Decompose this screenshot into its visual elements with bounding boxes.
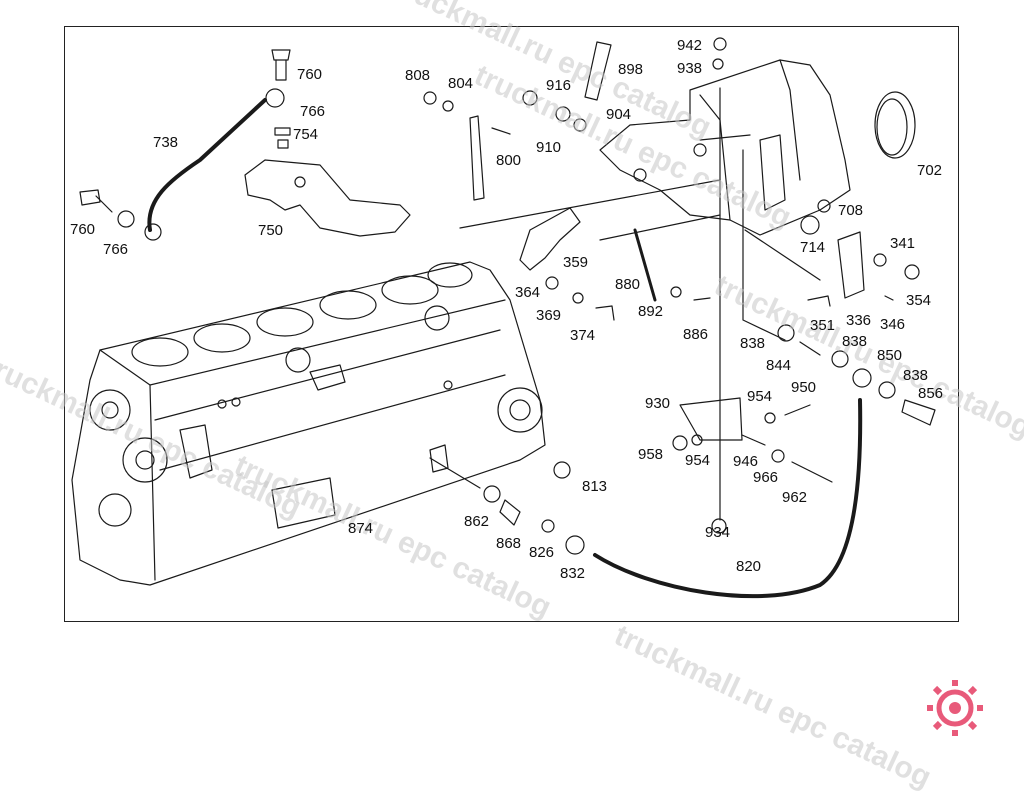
part-label: 962: [782, 489, 808, 506]
lever-336: [837, 231, 865, 299]
part-label: 820: [736, 558, 762, 575]
part-label: 346: [880, 316, 906, 333]
part-label: 910: [536, 139, 562, 156]
part-label: 702: [917, 162, 943, 179]
bolt-760-left: [79, 189, 101, 206]
part-label: 838: [903, 367, 929, 384]
part-label: 813: [582, 478, 608, 495]
engine-block: [71, 261, 546, 586]
lever-804: [469, 115, 485, 201]
part-label: 862: [464, 513, 490, 530]
part-label: 868: [496, 535, 522, 552]
part-label: 808: [405, 67, 431, 84]
part-label: 844: [766, 357, 792, 374]
part-label: 938: [677, 60, 703, 77]
part-label: 930: [645, 395, 671, 412]
bracket-750: [244, 159, 411, 237]
part-label: 738: [153, 134, 179, 151]
part-label: 714: [800, 239, 826, 256]
part-label: 766: [103, 241, 129, 258]
pipe-898: [584, 41, 612, 101]
seal-ring-702: [874, 91, 916, 159]
part-label: 850: [877, 347, 903, 364]
injection-pump: [599, 59, 851, 236]
part-label: 874: [348, 520, 374, 537]
part-label: 898: [618, 61, 644, 78]
part-label: 760: [70, 221, 96, 238]
part-label: 892: [638, 303, 664, 320]
part-label: 766: [300, 103, 326, 120]
diagram-frame: [64, 26, 959, 622]
diagram-drawing: [71, 37, 936, 599]
part-label: 838: [842, 333, 868, 350]
part-label: 942: [677, 37, 703, 54]
bracket-930: [679, 397, 743, 441]
part-label: 359: [563, 254, 589, 271]
part-label: 708: [838, 202, 864, 219]
part-label: 826: [529, 544, 555, 561]
part-label: 354: [906, 292, 932, 309]
part-label: 934: [705, 524, 731, 541]
part-label: 950: [791, 379, 817, 396]
part-label: 958: [638, 446, 664, 463]
part-label: 904: [606, 106, 632, 123]
part-label: 374: [570, 327, 596, 344]
part-label: 369: [536, 307, 562, 324]
banjo-fitting: [144, 223, 162, 241]
part-label: 954: [747, 388, 773, 405]
part-label: 336: [846, 312, 872, 329]
bracket-359: [519, 207, 581, 271]
part-label: 954: [685, 452, 711, 469]
part-label: 856: [918, 385, 944, 402]
part-label: 832: [560, 565, 586, 582]
part-label: 886: [683, 326, 709, 343]
part-label: 750: [258, 222, 284, 239]
part-label: 804: [448, 75, 474, 92]
truckmall-logo: [860, 648, 1020, 748]
oil-pipe-738: [147, 98, 267, 232]
part-label: 351: [810, 317, 836, 334]
part-label: 754: [293, 126, 319, 143]
part-label: 838: [740, 335, 766, 352]
part-label: 966: [753, 469, 779, 486]
part-label: 364: [515, 284, 541, 301]
gear-logo-icon: [927, 680, 983, 736]
part-label: 880: [615, 276, 641, 293]
fuel-pipe-820: [593, 398, 863, 599]
part-label: 946: [733, 453, 759, 470]
part-label: 800: [496, 152, 522, 169]
part-label: 341: [890, 235, 916, 252]
bolt-760-top: [271, 49, 291, 61]
part-label: 916: [546, 77, 572, 94]
part-label: 760: [297, 66, 323, 83]
